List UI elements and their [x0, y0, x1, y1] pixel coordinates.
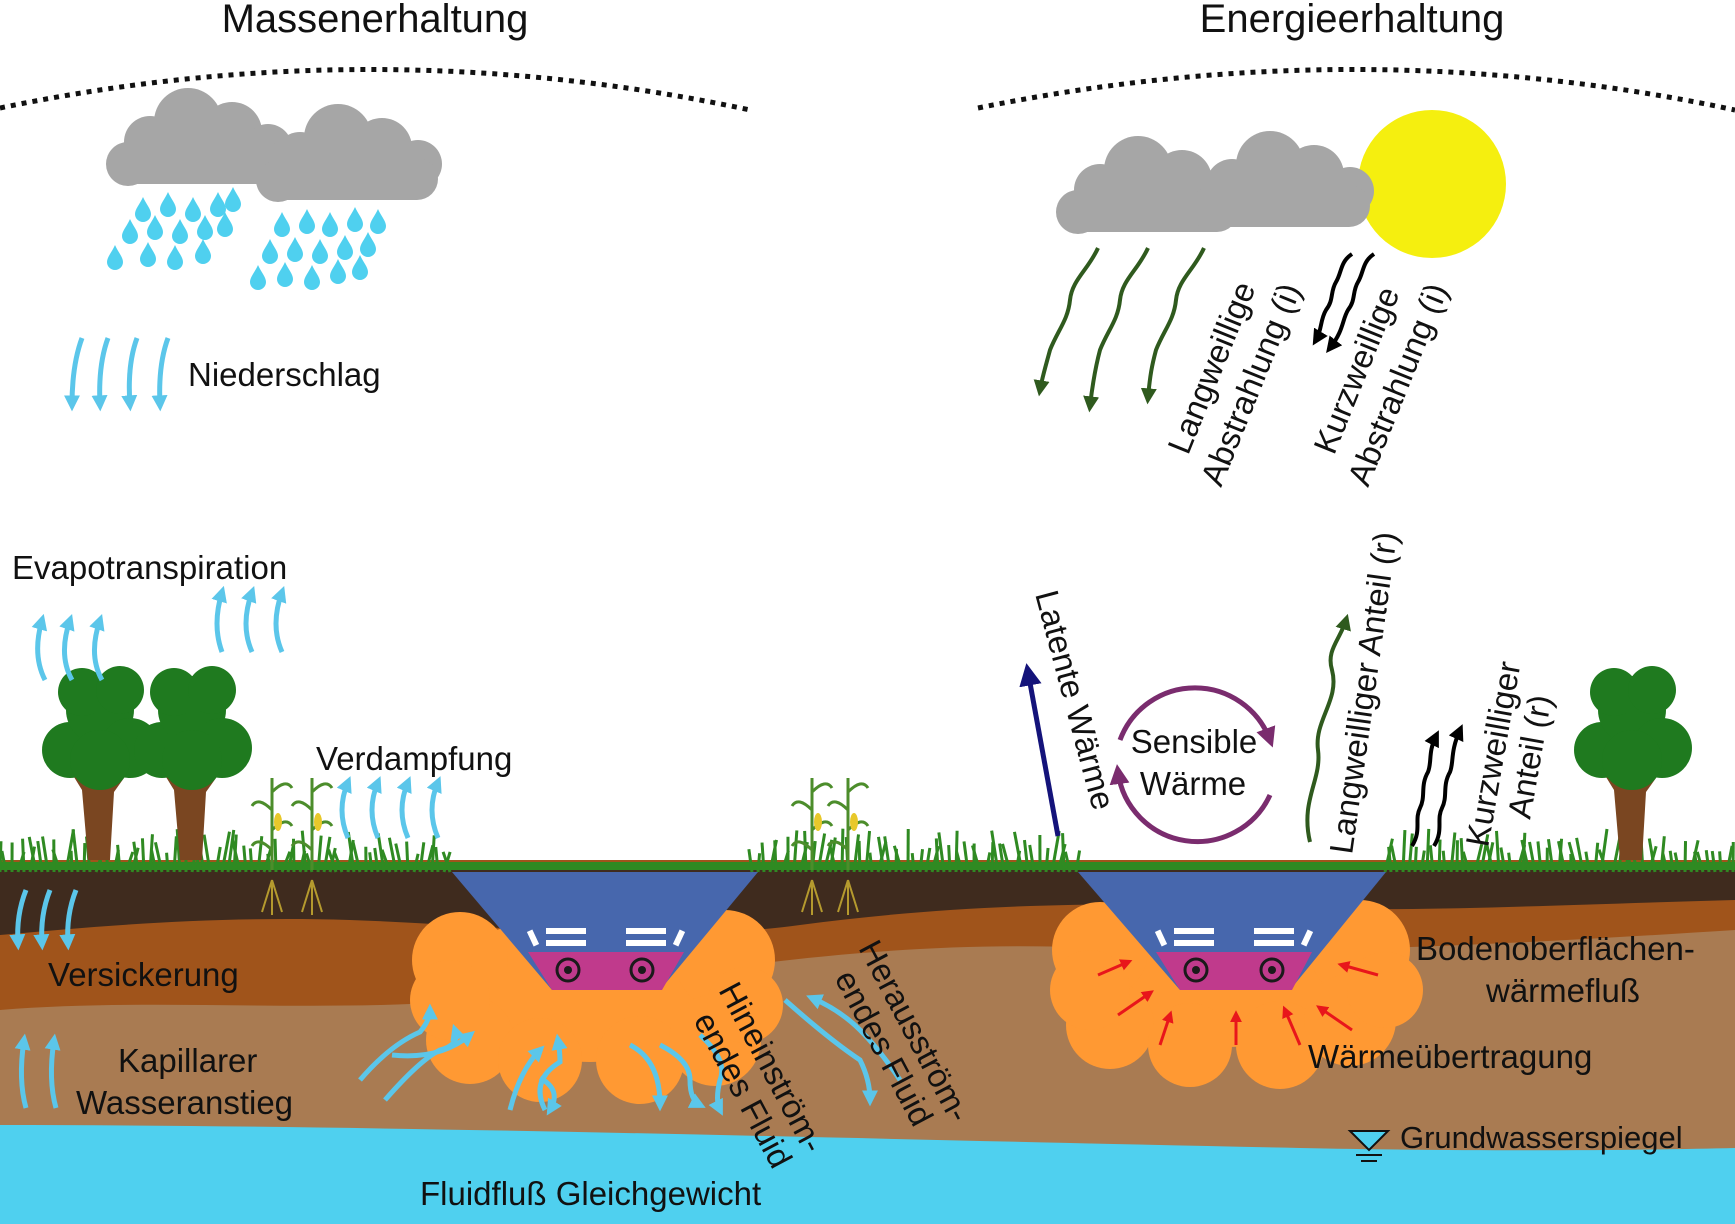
sun-icon	[1358, 110, 1506, 258]
rain-cloud-icon	[106, 88, 442, 202]
corn-plant-icon	[250, 778, 870, 915]
label-infiltration: Versickerung	[48, 956, 239, 993]
sky-arc-right	[977, 67, 1735, 113]
shortwave-reflected-arrows	[1410, 724, 1464, 848]
label-sensible-line2: Wärme	[1140, 765, 1246, 802]
latent-heat-arrow	[1019, 663, 1061, 837]
groundwater-zone	[0, 1125, 1735, 1224]
label-ground-heat-line2: wärmefluß	[1485, 972, 1640, 1009]
title-mass-conservation: Massenerhaltung	[222, 0, 529, 41]
infiltration-arrows	[9, 889, 79, 951]
sensible-heat-cycle	[1109, 685, 1276, 845]
pipe-icon	[1259, 957, 1285, 983]
label-evapotranspiration: Evapotranspiration	[12, 549, 287, 586]
fluid-flow-arrows	[358, 994, 903, 1116]
grass	[0, 828, 1735, 873]
precipitation-arrows	[64, 337, 171, 412]
capillary-rise-arrows	[14, 1033, 61, 1109]
label-groundwater-table: Grundwasserspiegel	[1400, 1120, 1683, 1155]
label-fluid-equilibrium: Fluidfluß Gleichgewicht	[420, 1175, 761, 1212]
water-table-icon	[1347, 1130, 1391, 1162]
raindrops	[107, 187, 386, 290]
tree-icon	[1574, 666, 1692, 860]
cloud-icon	[1056, 131, 1374, 234]
pipe-icon	[1183, 957, 1209, 983]
evapotranspiration-arrows	[31, 585, 287, 682]
label-evaporation: Verdampfung	[316, 740, 512, 777]
label-longwave-reflected: Langweilliger Anteil (r)	[1322, 529, 1404, 856]
shortwave-incoming-arrows	[1312, 252, 1376, 354]
label-capillary-line2: Wasseranstieg	[76, 1084, 293, 1121]
label-heat-transfer: Wärmeübertragung	[1308, 1038, 1592, 1075]
label-ground-heat-line1: Bodenoberflächen-	[1416, 930, 1695, 967]
label-capillary-line1: Kapillarer	[118, 1042, 257, 1079]
pipe-icon	[629, 957, 655, 983]
pipe-icon	[555, 957, 581, 983]
heat-transfer-arrows	[1097, 959, 1379, 1046]
evaporation-arrows	[336, 776, 442, 839]
longwave-incoming-arrows	[1033, 247, 1206, 413]
label-latent-heat: Latente Wärme	[1028, 586, 1122, 813]
label-precipitation: Niederschlag	[188, 356, 381, 393]
longwave-reflected-arrow	[1305, 613, 1351, 843]
sky-arc-left	[0, 67, 751, 113]
pond-left	[452, 872, 758, 990]
title-energy-conservation: Energieerhaltung	[1200, 0, 1505, 41]
pond-right	[1078, 872, 1386, 990]
label-sensible-line1: Sensible	[1131, 723, 1258, 760]
